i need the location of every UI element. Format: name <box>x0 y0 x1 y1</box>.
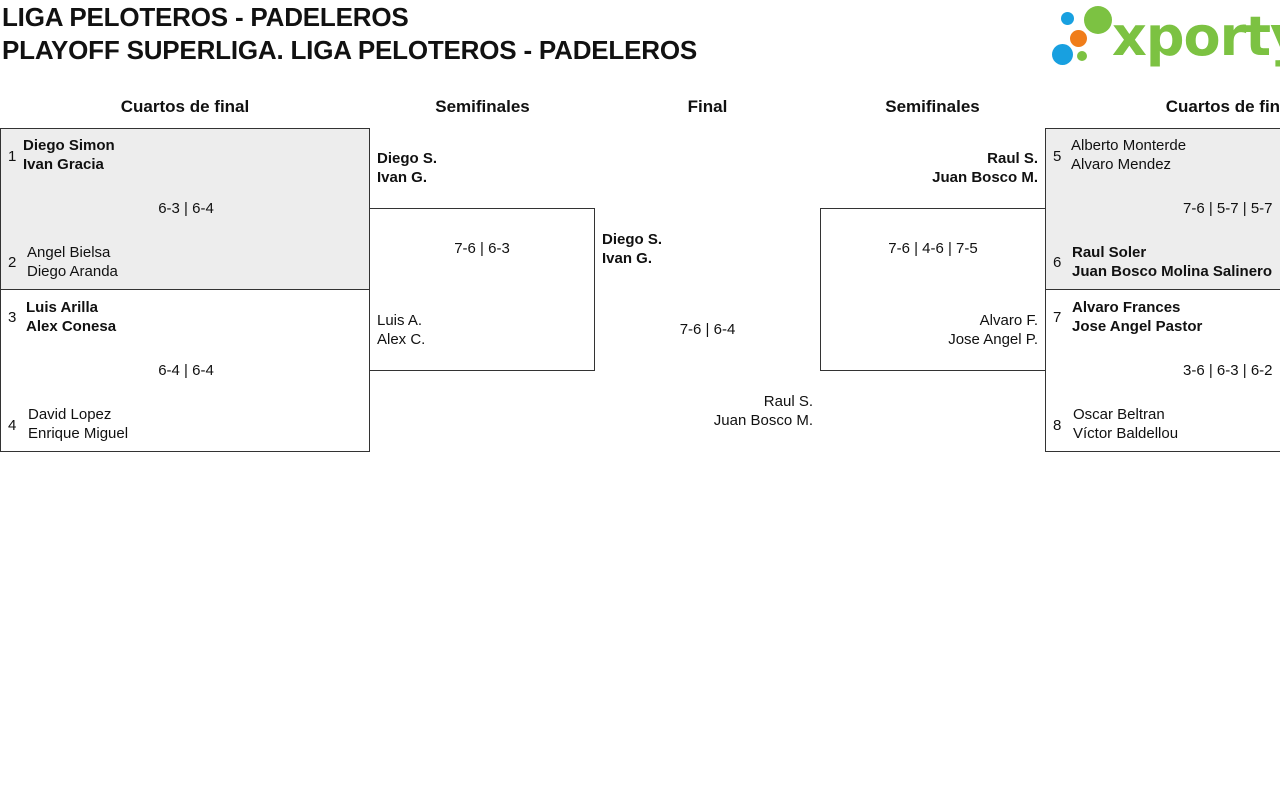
round-header-sf-right: Semifinales <box>885 97 980 116</box>
page-subtitle: PLAYOFF SUPERLIGA. LIGA PELOTEROS - PADE… <box>2 35 697 65</box>
xporty-logo[interactable]: xporty <box>1050 4 1280 68</box>
player-name: Diego Aranda <box>27 263 118 280</box>
match-qf-left-2[interactable]: 3 Luis Arilla Alex Conesa 6-4 | 6-4 4 Da… <box>0 289 370 452</box>
player-name: Juan Bosco Molina Salinero <box>1072 263 1273 280</box>
player-name: Alex C. <box>377 331 426 348</box>
player-name: Ivan G. <box>602 250 653 267</box>
match-sf-left[interactable]: 7-6 | 6-3 Luis A. Alex C. <box>369 208 595 371</box>
seed-number: 3 <box>8 309 17 326</box>
logo-dot-green-small <box>1077 51 1087 61</box>
match-qf-right-2[interactable]: 7 Alvaro Frances Jose Angel Pastor 3-6 |… <box>1045 289 1280 452</box>
player-name: Diego S. <box>377 150 438 167</box>
player-name: Raul S. <box>987 150 1038 167</box>
player-name: Alvaro F. <box>979 312 1038 329</box>
player-name: Angel Bielsa <box>27 244 111 261</box>
logo-dot-orange <box>1070 30 1087 47</box>
match-score: 6-3 | 6-4 <box>158 200 214 217</box>
seed-number: 2 <box>8 254 17 271</box>
player-name: Ivan Gracia <box>23 156 104 173</box>
seed-number: 8 <box>1053 417 1062 434</box>
player-name: David Lopez <box>28 406 112 423</box>
player-name: Juan Bosco M. <box>713 412 813 429</box>
player-name: Luis A. <box>377 312 423 329</box>
logo-dot-blue-small <box>1061 12 1074 25</box>
seed-number: 1 <box>8 148 17 165</box>
match-score: 3-6 | 6-3 | 6-2 <box>1183 362 1273 379</box>
seed-number: 7 <box>1053 309 1062 326</box>
player-name: Raul S. <box>763 393 813 410</box>
player-name: Alberto Monterde <box>1071 137 1187 154</box>
seed-number: 5 <box>1053 148 1062 165</box>
player-name: Alex Conesa <box>26 318 117 335</box>
match-sf-right[interactable]: 7-6 | 4-6 | 7-5 Alvaro F. Jose Angel P. <box>820 208 1046 371</box>
round-header-sf-left: Semifinales <box>435 97 530 116</box>
seed-number: 6 <box>1053 254 1062 271</box>
player-name: Raul Soler <box>1072 244 1147 261</box>
player-name: Alvaro Frances <box>1072 299 1181 316</box>
player-name: Luis Arilla <box>26 299 98 316</box>
player-name: Alvaro Mendez <box>1071 156 1172 173</box>
match-score: 7-6 | 6-3 <box>454 240 510 257</box>
player-name: Diego S. <box>602 231 663 248</box>
match-qf-left-1[interactable]: 1 Diego Simon Ivan Gracia 6-3 | 6-4 2 An… <box>0 128 370 290</box>
player-name: Juan Bosco M. <box>932 169 1038 186</box>
logo-dot-blue-large <box>1052 44 1073 65</box>
player-name: Jose Angel P. <box>948 331 1038 348</box>
logo-dot-green <box>1084 6 1112 34</box>
player-name: Enrique Miguel <box>28 425 129 442</box>
player-name: Víctor Baldellou <box>1073 425 1179 442</box>
player-name: Jose Angel Pastor <box>1072 318 1203 335</box>
player-name: Oscar Beltran <box>1073 406 1165 423</box>
match-score: 7-6 | 6-4 <box>679 321 736 338</box>
match-qf-right-1[interactable]: 5 Alberto Monterde Alvaro Mendez 7-6 | 5… <box>1045 128 1280 290</box>
match-score: 7-6 | 5-7 | 5-7 <box>1183 200 1273 217</box>
match-score: 7-6 | 4-6 | 7-5 <box>888 240 978 257</box>
player-name: Ivan G. <box>377 169 428 186</box>
page-title: LIGA PELOTEROS - PADELEROS <box>2 2 409 32</box>
round-header-qf-right: Cuartos de final <box>1165 97 1280 116</box>
player-name: Diego Simon <box>23 137 115 154</box>
round-header-final: Final <box>687 97 728 116</box>
logo-wordmark: xporty <box>1112 5 1280 68</box>
seed-number: 4 <box>8 417 17 434</box>
match-score: 6-4 | 6-4 <box>158 362 214 379</box>
round-header-qf-left: Cuartos de final <box>120 97 250 116</box>
